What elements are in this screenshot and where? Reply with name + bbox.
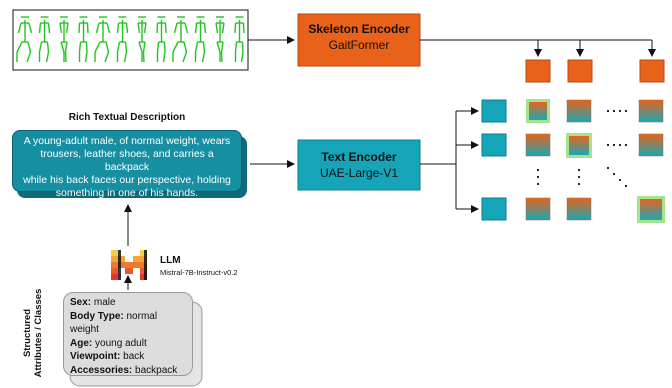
attribute-row: Sex: male <box>70 297 116 308</box>
skeleton-sequence <box>16 16 245 63</box>
similarity-matrix <box>525 99 665 223</box>
skeleton-figure <box>137 16 147 63</box>
skeleton-figure <box>38 16 51 63</box>
skeleton-figure <box>116 16 129 63</box>
skeleton-encoder-subtitle: GaitFormer <box>328 38 390 52</box>
llm-model-name: Mistral-7B-Instruct-v0.2 <box>160 268 238 277</box>
description-line: A young-adult male, of normal weight, we… <box>23 135 231 147</box>
skeleton-figure <box>234 16 245 63</box>
skeleton-figure <box>59 16 69 63</box>
skeleton-figure <box>194 16 207 63</box>
llm-title: LLM <box>160 255 181 266</box>
skeleton-figure <box>172 16 189 63</box>
text-embedding-n <box>481 197 507 221</box>
attribute-row: Accessories: backpack <box>70 364 178 376</box>
attribute-row: Viewpoint: back <box>70 351 145 362</box>
skeleton-embedding-n <box>639 59 665 83</box>
attributes-document: Sex: male Body Type: normal weight Age: … <box>63 292 193 376</box>
structured-label-line2: Attributes / Classes <box>33 288 44 378</box>
attribute-row: Age: young adult <box>70 337 147 349</box>
text-encoder-title: Text Encoder <box>321 150 397 164</box>
text-encoder-box <box>297 139 421 191</box>
structured-label-line1: Structured <box>22 308 33 358</box>
skeleton-sequence-frame <box>12 9 249 71</box>
skeleton-figure <box>78 16 89 63</box>
rich-description-box: A young-adult male, of normal weight, we… <box>12 130 242 199</box>
skeleton-figure <box>156 16 167 63</box>
description-line: trousers, leather shoes, and carries a b… <box>40 148 214 173</box>
mistral-logo-icon <box>111 250 147 280</box>
structured-attributes-label: Structured Attributes / Classes <box>22 288 44 378</box>
skeleton-figure <box>94 16 111 63</box>
text-encoder-subtitle: UAE-Large-V1 <box>319 166 399 180</box>
rich-description-heading: Rich Textual Description <box>68 112 186 123</box>
attribute-row: Body Type: normal weight <box>70 310 158 336</box>
text-embedding-2 <box>481 133 507 157</box>
skeleton-figure <box>215 16 225 63</box>
skeleton-embedding-1 <box>525 59 551 83</box>
skeleton-encoder-title: Skeleton Encoder <box>308 22 410 36</box>
skeleton-figure <box>16 16 33 63</box>
skeleton-embedding-2 <box>567 59 593 83</box>
description-line: while his back faces our perspective, ho… <box>23 174 231 186</box>
description-line: something in one of his hands. <box>55 187 199 199</box>
text-embedding-1 <box>481 99 507 123</box>
